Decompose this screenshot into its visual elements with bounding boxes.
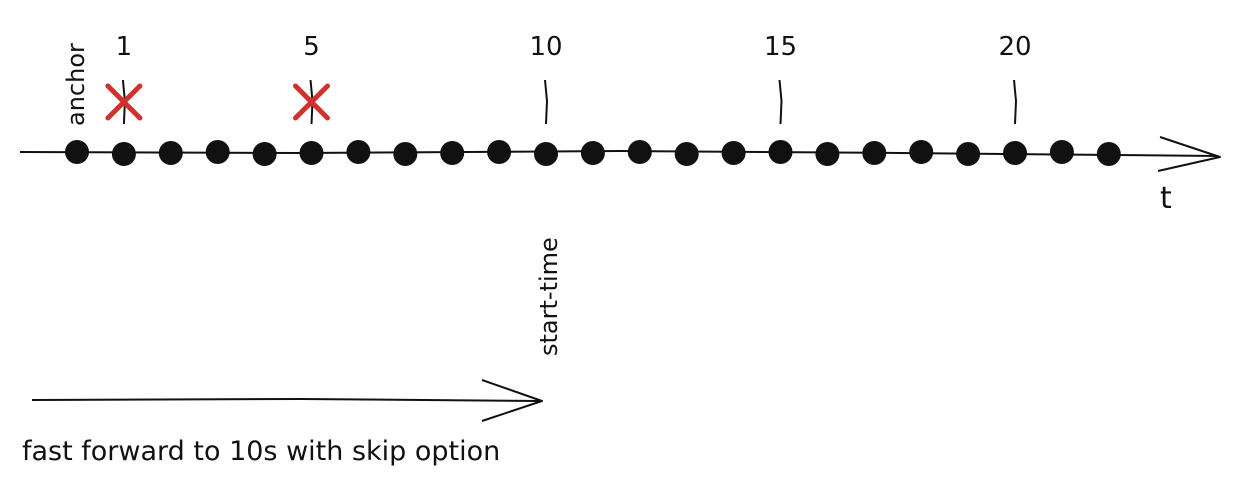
timeline-point [862,141,887,165]
timeline-point [768,140,793,164]
timeline-point [1003,141,1027,165]
tick-label: 20 [998,32,1031,62]
tick-label: 5 [303,32,320,62]
start-time-label: start-time [535,237,563,356]
caption: fast forward to 10s with skip option [22,436,500,467]
timeline-point [65,140,89,164]
tick-marks [121,79,1018,125]
timeline-point [956,142,981,166]
timeline-point [909,140,934,164]
timeline-point [158,141,183,165]
timeline-point [580,141,605,165]
axis-label: t [1160,181,1172,216]
time-axis: t [19,136,1221,216]
fast-forward-arrow [31,379,543,422]
timeline-point [205,140,230,164]
timeline-point [111,142,136,166]
tick-mark [778,79,783,125]
timeline-point [346,140,371,164]
timeline-point [252,142,277,166]
timeline-point [721,141,746,165]
timeline-point [674,142,699,166]
skip-crosses [105,83,330,121]
timeline-point [627,140,652,164]
tick-label: 1 [116,32,133,62]
timeline-point [815,142,840,166]
timeline-points [65,140,1121,166]
axis-line [19,149,1219,157]
timeline-point [487,140,512,164]
timeline-point [1096,142,1121,166]
tick-label: 10 [529,32,562,62]
anchor-label: anchor [62,43,90,126]
axis-arrowhead [1157,136,1221,172]
tick-mark [1013,79,1018,125]
timeline-point [393,142,418,166]
timeline-point [299,141,324,165]
fast-forward-arrowhead [481,379,543,422]
tick-label: 15 [764,32,797,62]
fast-forward-line [31,397,541,402]
tick-mark [544,79,549,125]
timeline-point [534,142,558,166]
timeline-point [440,141,465,165]
skip-cross-mark [105,83,143,121]
skip-cross-mark [293,83,330,121]
timeline-point [1049,140,1074,164]
